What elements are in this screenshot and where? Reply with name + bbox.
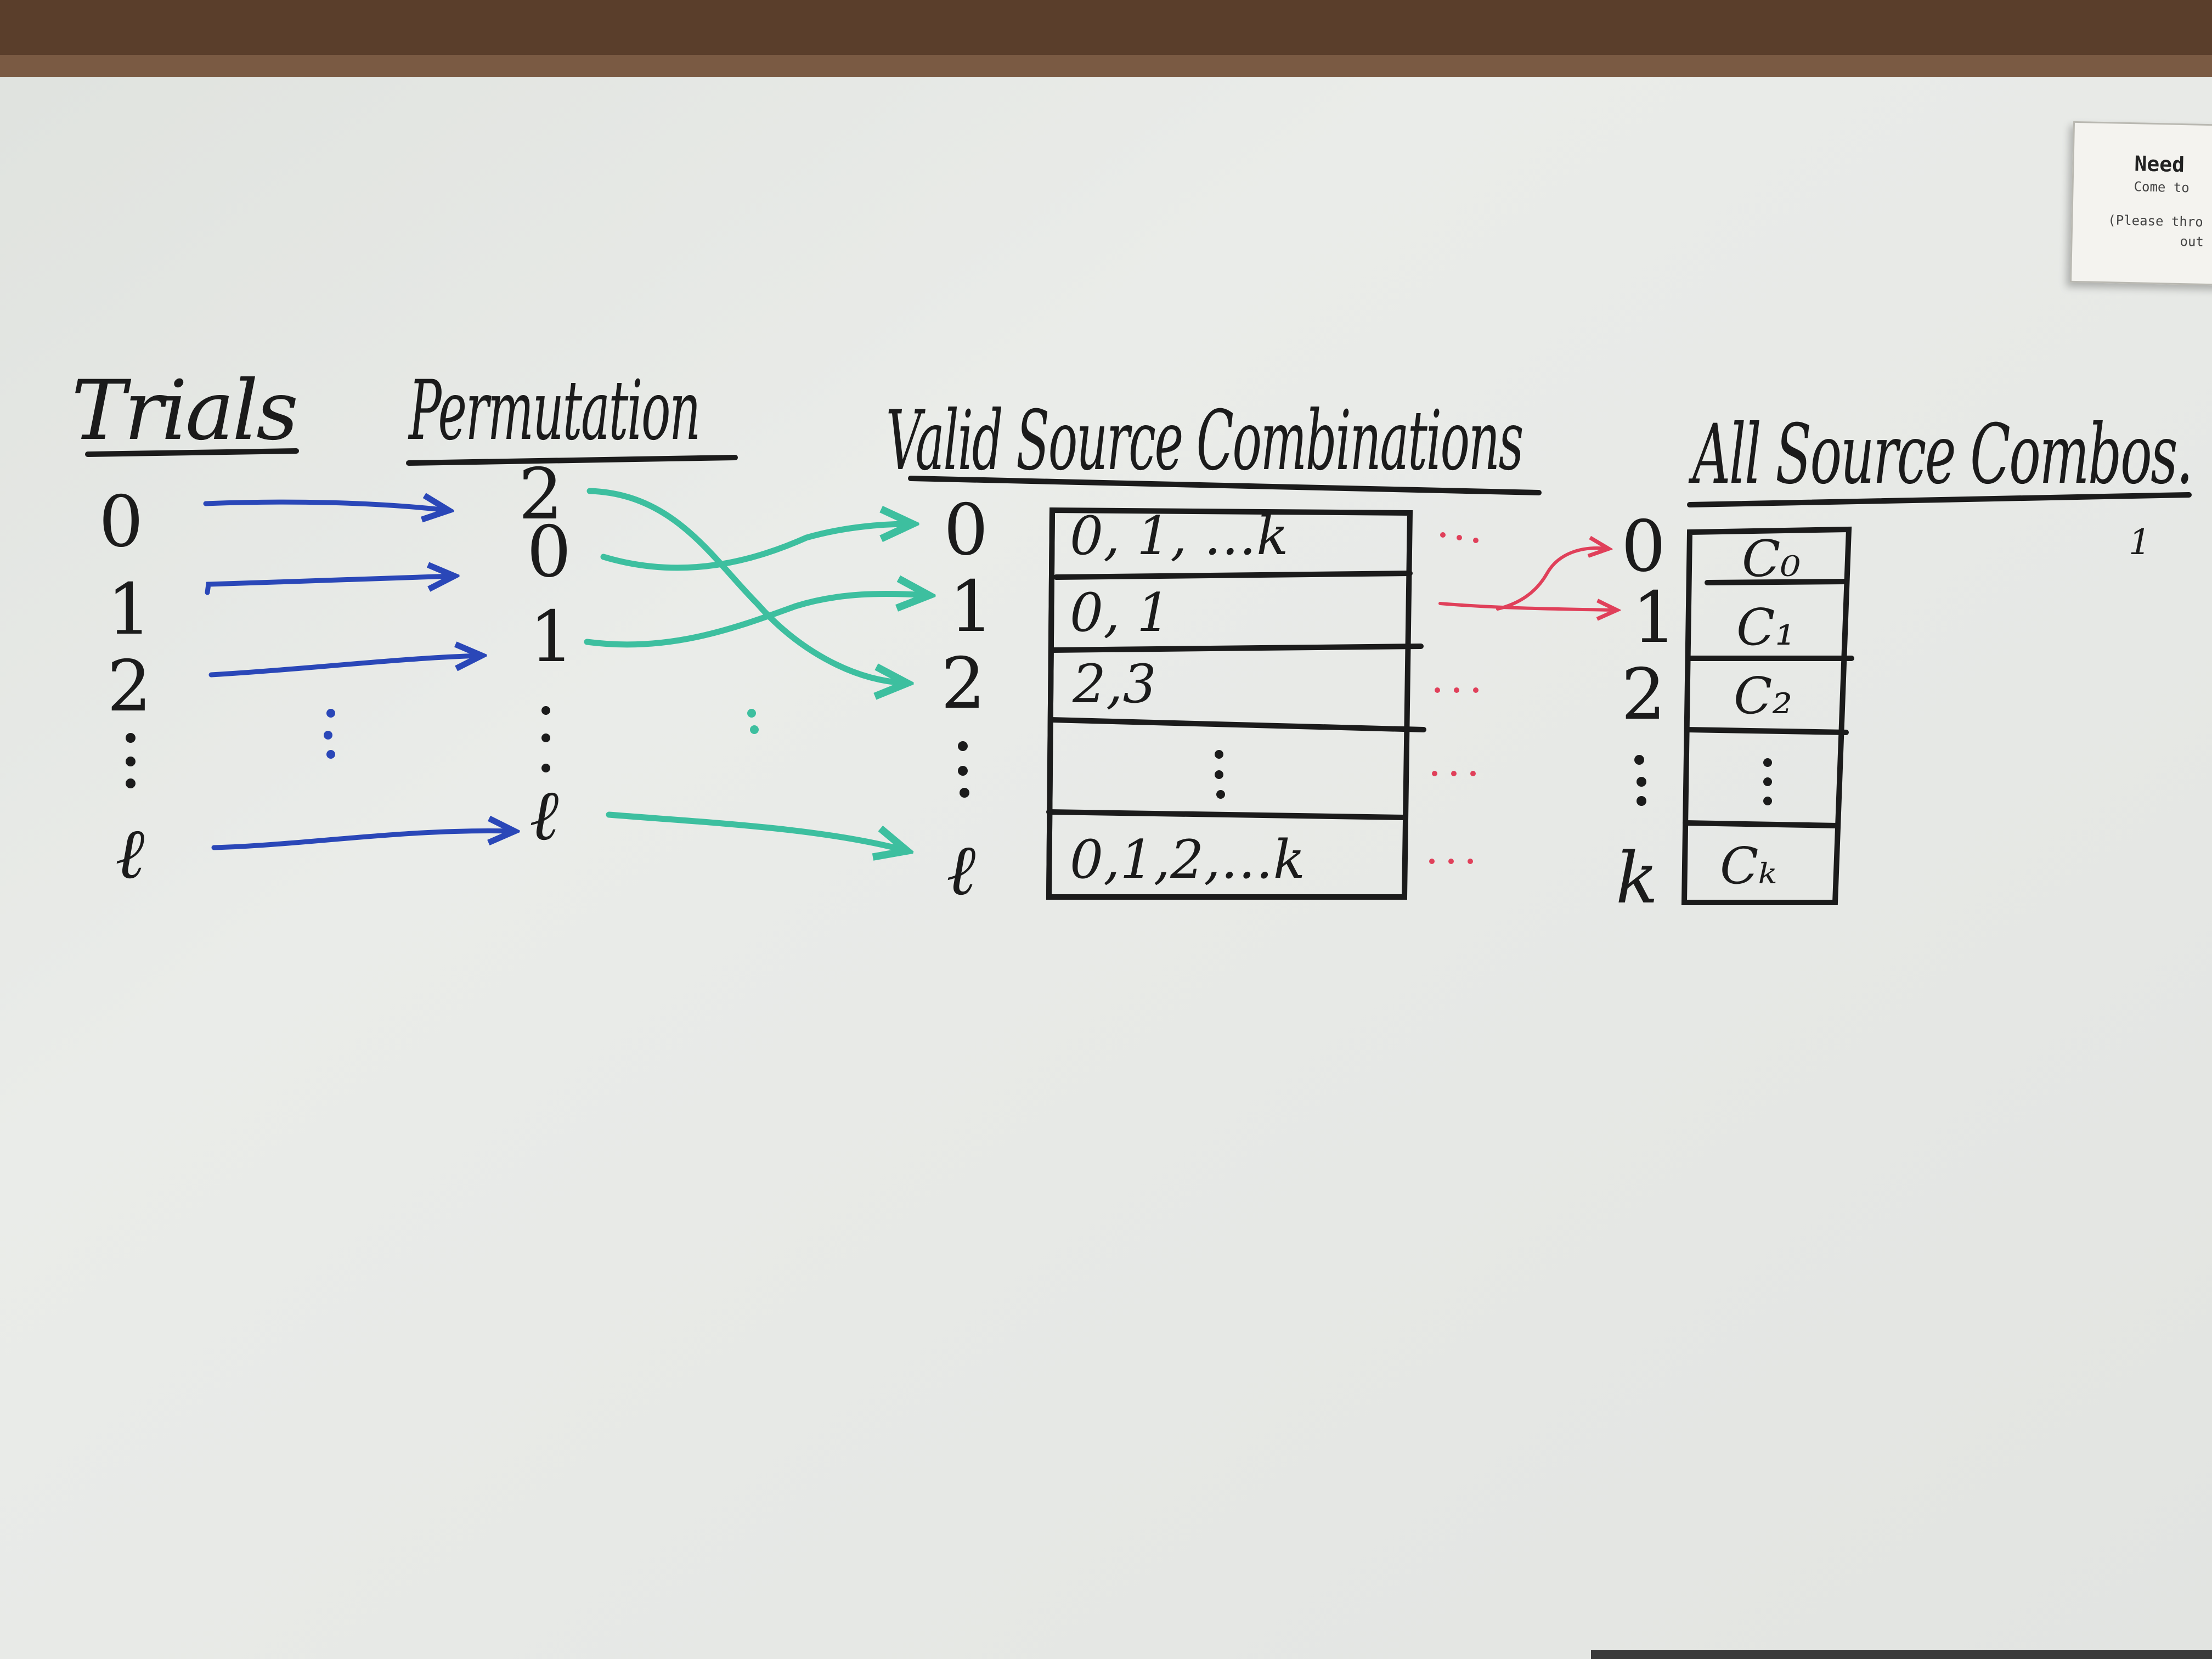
teal-arrow-l-to-l (606, 811, 905, 850)
all-index-k: k (1616, 838, 1658, 919)
heading-all-underline (1687, 492, 2192, 507)
valid-cell-ellipsis (1215, 750, 1225, 799)
perm-value-0: 2 (518, 454, 563, 535)
combo-cell-1: C₁ (1736, 598, 1795, 657)
heading-valid-underline (908, 476, 1542, 495)
board-tray-bottom (1591, 1650, 2212, 1659)
perm-value-2: 1 (529, 596, 574, 678)
blue-arrow-1 (205, 576, 453, 595)
valid-index-2: 2 (941, 643, 985, 725)
all-index-2: 2 (1621, 654, 1666, 736)
blue-ellipsis (324, 709, 335, 759)
trial-ellipsis (126, 733, 136, 788)
valid-index-ellipsis (958, 741, 969, 798)
teal-arrow-1-to-1 (584, 594, 927, 648)
trial-index-0: 0 (99, 481, 143, 563)
board-frame-top (0, 0, 2212, 58)
all-index-ellipsis (1634, 755, 1646, 806)
trial-index-1: 1 (107, 569, 151, 651)
taped-paper-note: Need Come to (Please thro out (2069, 121, 2212, 286)
combo-cell-0: C₀ (1742, 529, 1801, 588)
teal-ellipsis (747, 709, 759, 734)
note-line-4: out (2180, 233, 2204, 250)
note-line-1: Need (2134, 151, 2185, 177)
combo-cell-k: Cₖ (1720, 837, 1777, 895)
red-arrow-to-0 (1496, 548, 1607, 611)
valid-cell-1: 0, 1 (1070, 582, 1170, 644)
heading-all: All Source Combos. (1688, 407, 2192, 503)
heading-permutation: Permutation (408, 363, 699, 459)
valid-cell-2: 2,3 (1072, 653, 1156, 715)
perm-value-1: 0 (527, 511, 571, 593)
combo-cell-ellipsis (1763, 758, 1772, 805)
valid-cell-l: 0,1,2,…k (1070, 829, 1305, 890)
blue-arrow-2 (208, 656, 480, 678)
teal-arrow-2-to-2 (586, 488, 905, 683)
heading-valid: Valid Source Combinations (886, 393, 1522, 489)
note-line-3: (Please thro (2108, 212, 2203, 230)
perm-value-l: ℓ (529, 775, 558, 856)
red-continuation-dots (1429, 532, 1479, 864)
blue-arrow-0 (203, 502, 447, 510)
trial-index-2: 2 (107, 646, 151, 727)
heading-trials-underline (85, 448, 299, 457)
blue-arrow-l (211, 831, 513, 850)
valid-index-l: ℓ (946, 830, 975, 911)
red-arrow-to-1 (1438, 603, 1616, 610)
heading-trials: Trials (71, 363, 296, 459)
valid-index-1: 1 (949, 566, 994, 648)
board-frame-rail (0, 55, 2212, 77)
valid-cell-0: 0, 1, …k (1070, 505, 1288, 567)
trial-index-l: ℓ (115, 813, 144, 895)
all-combos-table (1681, 526, 1854, 905)
valid-combinations-table (1046, 507, 1426, 900)
all-index-0: 0 (1621, 506, 1666, 588)
perm-ellipsis (541, 706, 550, 772)
stray-mark: 1 (2129, 522, 2151, 563)
heading-permutation-underline (406, 455, 738, 466)
note-line-2: Come to (2134, 179, 2190, 196)
valid-index-0: 0 (944, 489, 988, 571)
combo-cell-2: C₂ (1734, 667, 1792, 725)
teal-arrow-0-to-0 (600, 524, 911, 571)
all-index-1: 1 (1632, 577, 1677, 659)
